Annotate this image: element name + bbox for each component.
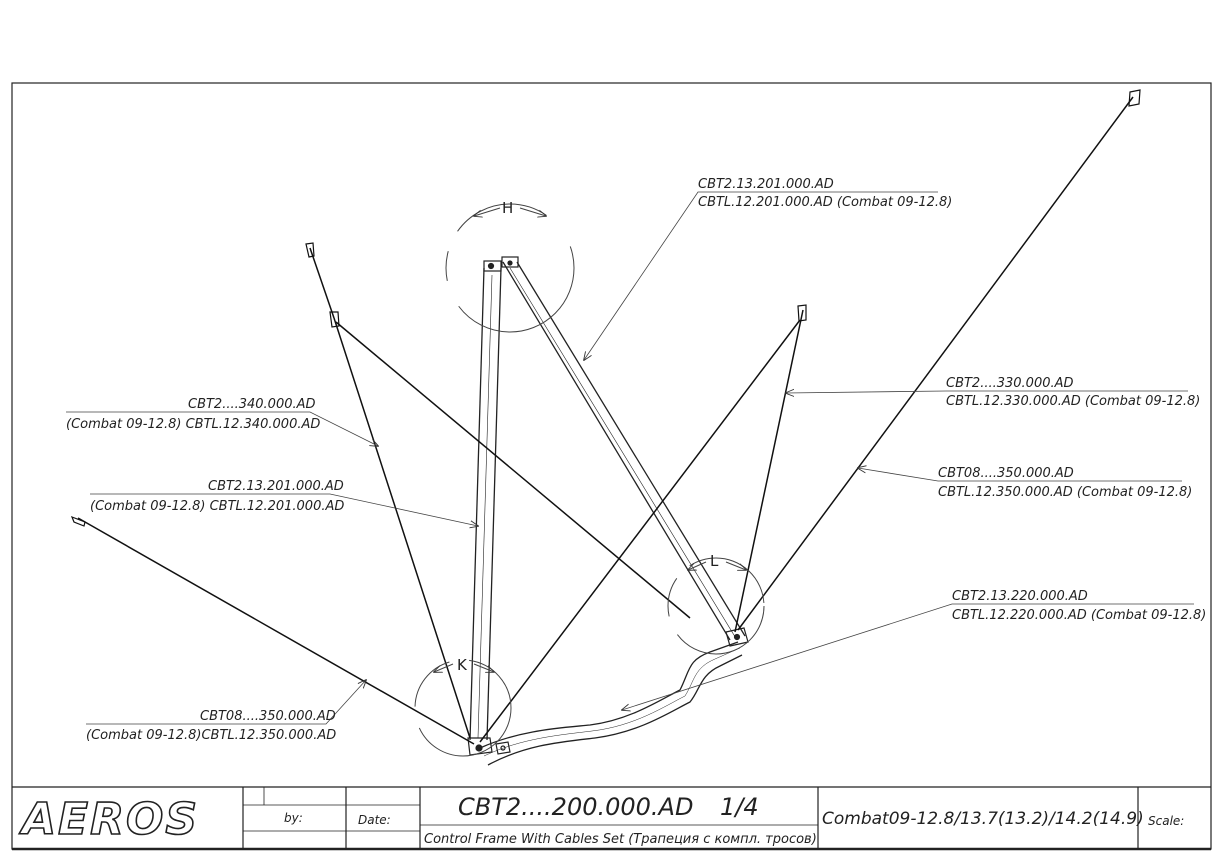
aeros-logo: AEROS: [19, 794, 199, 845]
cable-front-left-end: [70, 515, 86, 527]
detail-h-arrow-right: [519, 207, 546, 216]
detail-h-arrow-left: [474, 207, 501, 216]
callout-left-cable-line2: (Combat 09-12.8) CBTL.12.340.000.AD: [66, 417, 320, 432]
cable-cross-left-to-right: [335, 321, 691, 619]
detail-circle-k: [414, 659, 512, 757]
callout-left-upright-line2: (Combat 09-12.8) CBTL.12.201.000.AD: [90, 499, 344, 514]
right-upright: [502, 261, 746, 641]
leader-bottom-left-cable: [86, 680, 366, 725]
drawing-number: CBT2....200.000.AD: [458, 793, 693, 821]
cable-rear-long: [737, 96, 1134, 631]
cable-right-upper: [734, 309, 804, 633]
by-label: by:: [284, 811, 303, 825]
callout-right-long-cable-line1: CBT08....350.000.AD: [938, 466, 1074, 481]
detail-k-arrow-left: [434, 663, 454, 672]
cable-right-toggle: [797, 304, 807, 322]
title-block: [12, 786, 1211, 849]
drawing-description: Control Frame With Cables Set (Трапеция …: [424, 832, 817, 847]
cables: [70, 89, 1141, 745]
cable-left-junction: [329, 311, 340, 328]
callout-basebar-line2: CBTL.12.220.000.AD (Combat 09-12.8): [952, 608, 1206, 623]
callout-right-cable-line1: CBT2....330.000.AD: [946, 376, 1074, 391]
cable-left-upper: [309, 247, 335, 319]
detail-circle-l: [667, 557, 765, 655]
detail-markers: [414, 203, 765, 757]
callout-left-upright-line1: CBT2.13.201.000.AD: [208, 479, 344, 494]
callout-right-cable-line2: CBTL.12.330.000.AD (Combat 09-12.8): [946, 394, 1200, 409]
leader-right-long-cable: [858, 468, 1182, 482]
leader-lines: [66, 191, 1194, 725]
control-frame: [467, 256, 749, 766]
sheet-number: 1/4: [720, 793, 759, 821]
detail-label-l: L: [710, 552, 719, 570]
leader-basebar: [622, 603, 1194, 710]
leader-left-cable: [66, 411, 378, 446]
callout-top-upright-line1: CBT2.13.201.000.AD: [698, 177, 834, 192]
apex-fitting: [483, 256, 519, 272]
basebar: [479, 641, 743, 766]
leader-right-cable: [786, 391, 1188, 393]
cable-cross-right-to-left: [479, 319, 801, 743]
callout-basebar-line1: CBT2.13.220.000.AD: [952, 589, 1088, 604]
scale-label: Scale:: [1148, 814, 1184, 828]
detail-l-arrow-right: [725, 561, 746, 570]
detail-l-arrow-left: [688, 561, 707, 570]
callout-left-cable-line1: CBT2....340.000.AD: [188, 397, 316, 412]
detail-circle-h: [445, 203, 575, 333]
date-label: Date:: [358, 813, 391, 827]
leader-left-upright: [90, 493, 478, 526]
left-upright: [469, 267, 502, 741]
detail-label-h: H: [502, 199, 513, 217]
detail-k-arrow-right: [473, 663, 494, 672]
callout-bottom-left-cable-line1: CBT08....350.000.AD: [200, 709, 336, 724]
callout-bottom-left-cable-line2: (Combat 09-12.8)CBTL.12.350.000.AD: [86, 728, 336, 743]
callout-top-upright-line2: CBTL.12.201.000.AD (Combat 09-12.8): [698, 195, 952, 210]
leader-top-upright: [584, 191, 938, 360]
detail-label-k: K: [457, 656, 468, 674]
lower-left-corner-fitting: [467, 737, 511, 756]
variants-text: Combat09-12.8/13.7(13.2)/14.2(14.9): [822, 809, 1144, 829]
cable-rear-long-end: [1128, 89, 1141, 107]
cable-left-lower: [333, 317, 471, 739]
callout-right-long-cable-line2: CBTL.12.350.000.AD (Combat 09-12.8): [938, 485, 1192, 500]
cable-left-toggle: [305, 242, 315, 258]
cable-front-left: [77, 517, 475, 745]
lower-right-corner-fitting: [725, 627, 749, 647]
